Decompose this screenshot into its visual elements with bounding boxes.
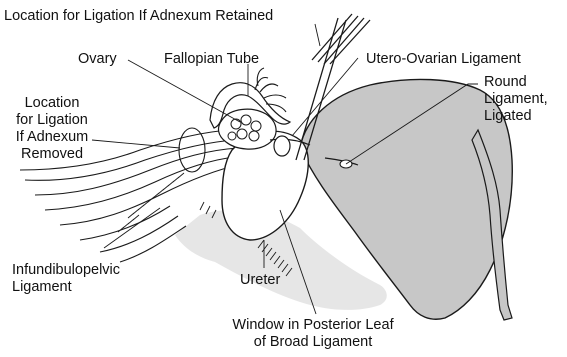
label-ovary: Ovary: [78, 51, 117, 68]
label-infundibulopelvic-line-2: Ligament: [12, 279, 120, 296]
posterior-leaf-window: [222, 131, 308, 240]
label-utero-ovarian-ligament: Utero-Ovarian Ligament: [366, 51, 521, 68]
label-round-ligament-line-2: Ligament,: [484, 91, 548, 108]
infundibulopelvic-hatching: [118, 173, 184, 232]
label-round-ligament-line-3: Ligated: [484, 108, 548, 125]
label-window-posterior-leaf: Window in Posterior Leaf of Broad Ligame…: [210, 317, 416, 351]
label-round-ligament: Round Ligament, Ligated: [484, 74, 548, 125]
label-ligation-removed-line-4: Removed: [4, 146, 100, 163]
ligation-ring-removed: [179, 128, 205, 172]
label-window-line-2: of Broad Ligament: [210, 334, 416, 351]
label-round-ligament-line-1: Round: [484, 74, 548, 91]
label-ureter: Ureter: [240, 272, 280, 289]
label-ligation-removed-line-3: If Adnexum: [4, 129, 100, 146]
label-ligation-removed-line-2: for Ligation: [4, 112, 100, 129]
label-infundibulopelvic-line-1: Infundibulopelvic: [12, 262, 120, 279]
label-ligation-removed: Location for Ligation If Adnexum Removed: [4, 95, 100, 163]
label-infundibulopelvic-ligament: Infundibulopelvic Ligament: [12, 262, 120, 296]
label-ligation-removed-line-1: Location: [4, 95, 100, 112]
label-window-line-1: Window in Posterior Leaf: [210, 317, 416, 334]
label-ligation-retained: Location for Ligation If Adnexum Retaine…: [4, 8, 273, 25]
label-fallopian-tube: Fallopian Tube: [164, 51, 259, 68]
